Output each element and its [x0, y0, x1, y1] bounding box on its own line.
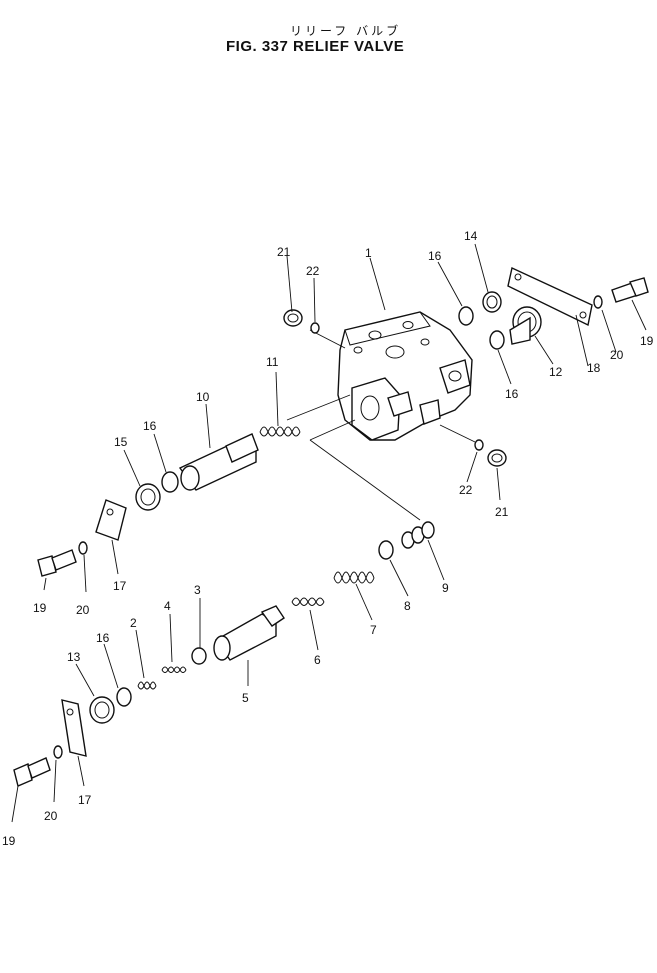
plug-15 — [135, 483, 161, 511]
callout-1: 1 — [365, 246, 372, 260]
callout-22-upper: 22 — [306, 264, 320, 278]
plug-13 — [89, 696, 115, 724]
callout-11: 11 — [266, 355, 279, 369]
plug-21-lower — [487, 449, 507, 467]
spring-4 — [161, 666, 187, 673]
callout-22-lower: 22 — [459, 483, 473, 497]
callout-19-lower: 19 — [2, 834, 16, 848]
bolt-19-lower — [13, 757, 51, 787]
spring-2 — [137, 681, 157, 690]
callout-17-lower: 17 — [78, 793, 92, 807]
bolt-19-middle — [37, 549, 77, 577]
callout-7: 7 — [370, 623, 377, 637]
callout-13: 13 — [67, 650, 81, 664]
callout-16-right: 16 — [505, 387, 519, 401]
callout-8: 8 — [404, 599, 411, 613]
o-ring-22-upper — [310, 322, 320, 334]
plate-17-middle — [95, 499, 127, 541]
spring-7 — [333, 571, 375, 584]
callout-18: 18 — [587, 361, 601, 375]
callout-9: 9 — [442, 581, 449, 595]
figure-title-japanese: リリーフ バルブ — [290, 24, 402, 38]
callout-12: 12 — [549, 365, 563, 379]
o-ring-16-middle — [161, 471, 179, 493]
callout-15: 15 — [114, 435, 128, 449]
figure-title: FIG. 337 RELIEF VALVE — [226, 38, 405, 55]
callout-17-middle: 17 — [113, 579, 127, 593]
callout-6: 6 — [314, 653, 321, 667]
valve-body — [337, 311, 473, 441]
plug-21-upper — [283, 309, 303, 327]
callout-2: 2 — [130, 616, 137, 630]
washer-20-middle — [78, 541, 88, 555]
callout-5: 5 — [242, 691, 249, 705]
callout-4: 4 — [164, 599, 171, 613]
washer-20-upper — [593, 295, 603, 309]
callout-16-middle: 16 — [143, 419, 157, 433]
poppet-5 — [213, 605, 285, 661]
callout-10: 10 — [196, 390, 210, 404]
callout-19-middle: 19 — [33, 601, 47, 615]
spring-11 — [259, 426, 301, 437]
bolt-19-upper — [611, 277, 649, 303]
spring-6 — [291, 597, 325, 606]
plate-18-upper — [507, 266, 593, 327]
sleeve-12 — [509, 306, 542, 345]
o-ring-16-lower — [116, 687, 132, 707]
callout-20-upper: 20 — [610, 348, 624, 362]
plate-17-lower — [61, 699, 87, 757]
o-ring-16-upper — [458, 306, 474, 326]
washer-8 — [378, 540, 394, 560]
callout-21-upper: 21 — [277, 245, 291, 259]
plug-14 — [482, 291, 502, 313]
callout-20-lower: 20 — [44, 809, 58, 823]
spring-9 — [401, 521, 435, 549]
o-ring-22-lower — [474, 439, 484, 451]
plug-3 — [191, 647, 207, 665]
callout-16-lower: 16 — [96, 631, 110, 645]
callout-16-upper: 16 — [428, 249, 442, 263]
o-ring-16-right — [489, 330, 505, 350]
callout-19-upper: 19 — [640, 334, 654, 348]
callout-3: 3 — [194, 583, 201, 597]
piston-10 — [178, 433, 259, 491]
callout-20-middle: 20 — [76, 603, 90, 617]
callout-14: 14 — [464, 229, 478, 243]
washer-20-lower — [53, 745, 63, 759]
callout-21-lower: 21 — [495, 505, 509, 519]
